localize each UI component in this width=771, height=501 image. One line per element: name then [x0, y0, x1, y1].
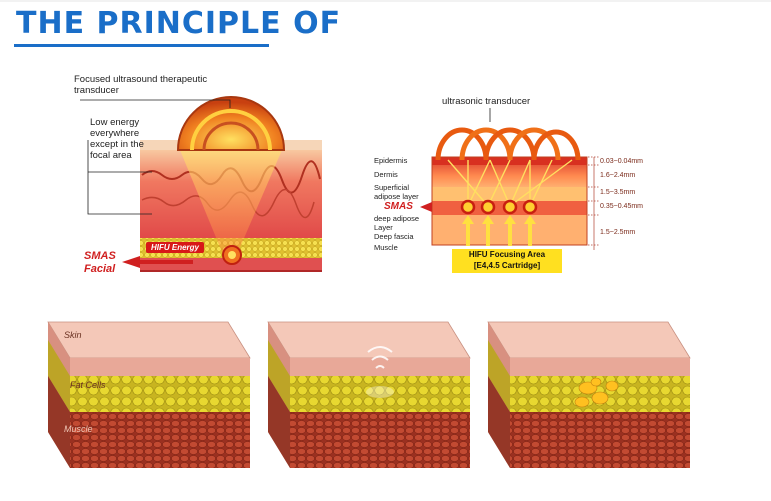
focus-box-line1: HIFU Focusing Area: [468, 250, 546, 259]
measure-dermis: 1.6~2.4mm: [600, 172, 636, 179]
left-focal-point: [222, 245, 242, 265]
transducer-label: Focused ultrasound therapeutic transduce…: [74, 74, 208, 96]
tile-3: [487, 321, 691, 468]
layer-deep-adipose: deep adipose Layer: [374, 214, 420, 232]
left-transducer-dome: [176, 96, 286, 151]
top-strip: [0, 0, 771, 2]
hifu-energy-badge: HIFU Energy: [146, 242, 205, 253]
fat-cells-label: Fat Cells: [70, 380, 106, 390]
layer-smas: SMAS: [384, 201, 413, 212]
right-focal-points: [460, 199, 538, 215]
measure-deep: 1.5~2.5mm: [600, 229, 636, 236]
layer-dermis: Dermis: [374, 170, 398, 179]
low-energy-label: Low energy everywhere except in the foca…: [90, 117, 144, 161]
ultrasonic-transducer-label: ultrasonic transducer: [442, 96, 531, 107]
skin-label: Skin: [64, 330, 82, 340]
layer-deep-fascia: Deep fascia: [374, 232, 414, 241]
smas-arrow-shaft: [138, 260, 193, 264]
tile-2: [267, 321, 471, 468]
measure-adipose: 1.5~3.5mm: [600, 189, 636, 196]
title-underline: [14, 44, 269, 47]
layer-superficial-adipose: Superficial adipose layer: [374, 183, 419, 201]
muscle-label: Muscle: [64, 424, 93, 434]
measure-smas: 0.35~0.45mm: [600, 203, 643, 210]
left-focus-cone: [180, 150, 282, 252]
smas-right-arrow: [420, 202, 432, 212]
tile-1: [47, 321, 251, 468]
hifu-focusing-area-box: HIFU Focusing Area [E4,4.5 Cartridge]: [452, 249, 562, 273]
smas-arrow: [122, 256, 140, 268]
page-title: THE PRINCIPLE OF: [16, 6, 342, 41]
right-transducer-arcs: [435, 127, 581, 161]
measure-epidermis: 0.03~0.04mm: [600, 158, 643, 165]
layer-epidermis: Epidermis: [374, 156, 408, 165]
focus-box-line2: [E4,4.5 Cartridge]: [473, 261, 541, 270]
layer-muscle: Muscle: [374, 243, 398, 252]
smas-facial-label: SMAS Facial: [84, 250, 116, 275]
left-leader-lines: [80, 99, 231, 215]
right-up-arrows: [462, 215, 536, 246]
measurement-ticks: [588, 156, 600, 250]
right-beam-lines: [447, 159, 573, 207]
